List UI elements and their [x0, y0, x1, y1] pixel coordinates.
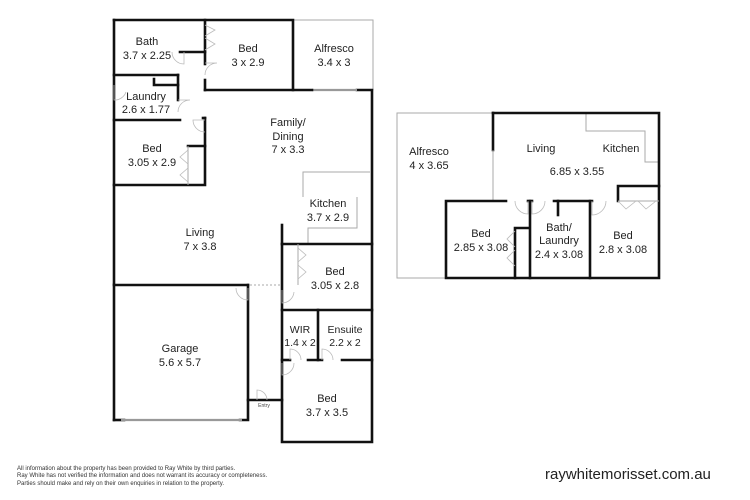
door-swing [171, 51, 185, 65]
room-size: 2.2 x 2 [329, 337, 361, 349]
door-swing [177, 99, 191, 113]
door-swing [113, 85, 127, 101]
agency-website: raywhitemorisset.com.au [545, 466, 711, 483]
door-swing [204, 62, 218, 76]
wall [444, 184, 661, 280]
room-name: Alfresco [409, 146, 449, 158]
door-swing [531, 200, 546, 215]
room-size: 1.4 x 2 [284, 337, 316, 349]
room-name: WIR [290, 324, 311, 336]
kitchen-bench [585, 113, 658, 163]
room-name: Bed [317, 393, 337, 405]
room-name: Bed [613, 230, 633, 242]
door-swing [281, 362, 295, 376]
room-size: 2.6 x 1.77 [122, 104, 170, 116]
room-name: Laundry [126, 91, 166, 103]
door-swing [591, 200, 607, 216]
wall [112, 18, 295, 92]
alfresco-outline [292, 19, 374, 91]
room-size: 6.85 x 3.55 [550, 166, 604, 178]
room-size: 3.7 x 3.5 [306, 407, 348, 419]
room-name-2: Laundry [539, 235, 579, 247]
room-size: 3.05 x 2.9 [128, 157, 176, 169]
door-swing [281, 290, 295, 304]
disclaimer: All information about the property has b… [17, 466, 267, 488]
room-size: 3.7 x 2.9 [307, 212, 349, 224]
granny-flat-plan: Alfresco 4 x 3.65 Living Kitchen 6.85 x … [396, 111, 661, 280]
room-name: Bed [325, 266, 345, 278]
wardrobe-doors [179, 149, 189, 183]
room-size: 3.4 x 3 [317, 57, 350, 69]
kitchen-bench-2 [307, 197, 358, 243]
room-name: Living [527, 143, 556, 155]
alfresco-outline [396, 112, 493, 279]
room-name: Bed [142, 143, 162, 155]
wall [280, 88, 374, 444]
room-name: Family/ [270, 117, 306, 129]
door-swing [321, 348, 334, 361]
entry-door [256, 389, 268, 401]
room-size: 4 x 3.65 [409, 160, 448, 172]
wall [491, 111, 661, 188]
room-size: 2.4 x 3.08 [535, 249, 583, 261]
disclaimer-line: Ray White has not verified the informati… [17, 473, 268, 480]
wall [112, 116, 207, 187]
kitchen-bench [302, 171, 370, 197]
room-name-2: Kitchen [603, 143, 640, 155]
door-swing [235, 287, 249, 301]
wardrobe-doors [297, 247, 307, 280]
room-size: 2.85 x 3.08 [454, 242, 508, 254]
disclaimer-line: Parties should make and rely on their ow… [17, 480, 225, 487]
door-swing [514, 200, 529, 215]
room-name: Ensuite [327, 324, 362, 336]
disclaimer-line: All information about the property has b… [17, 466, 236, 472]
room-name: Bed [471, 228, 491, 240]
wall [238, 283, 250, 422]
room-name-2: Dining [272, 131, 303, 143]
entry-label: Entry [258, 403, 270, 409]
room-name: Garage [162, 343, 199, 355]
wardrobe-doors [506, 230, 516, 267]
room-size: 2.8 x 3.08 [599, 244, 647, 256]
wardrobe-doors [617, 200, 657, 210]
room-size: 5.6 x 5.7 [159, 357, 201, 369]
wall [513, 226, 530, 280]
room-name: Alfresco [314, 43, 354, 55]
wall [152, 77, 180, 87]
wall [178, 18, 207, 54]
room-size: 3.7 x 2.25 [123, 50, 171, 62]
room-name: Kitchen [310, 198, 347, 210]
wardrobe-doors [204, 24, 216, 51]
room-size: 7 x 3.3 [271, 144, 304, 156]
ground-floor-plan: Bath 3.7 x 2.25 Bed 3 x 2.9 Alfresco 3.4… [112, 18, 374, 444]
room-name: Living [186, 227, 215, 239]
room-size: 3.05 x 2.8 [311, 280, 359, 292]
door-swing [289, 348, 302, 361]
room-size: 3 x 2.9 [231, 57, 264, 69]
room-size: 7 x 3.8 [183, 241, 216, 253]
room-name: Bath [136, 36, 159, 48]
room-name: Bed [238, 43, 258, 55]
room-name: Bath/ [546, 222, 573, 234]
door-swing [192, 119, 206, 133]
